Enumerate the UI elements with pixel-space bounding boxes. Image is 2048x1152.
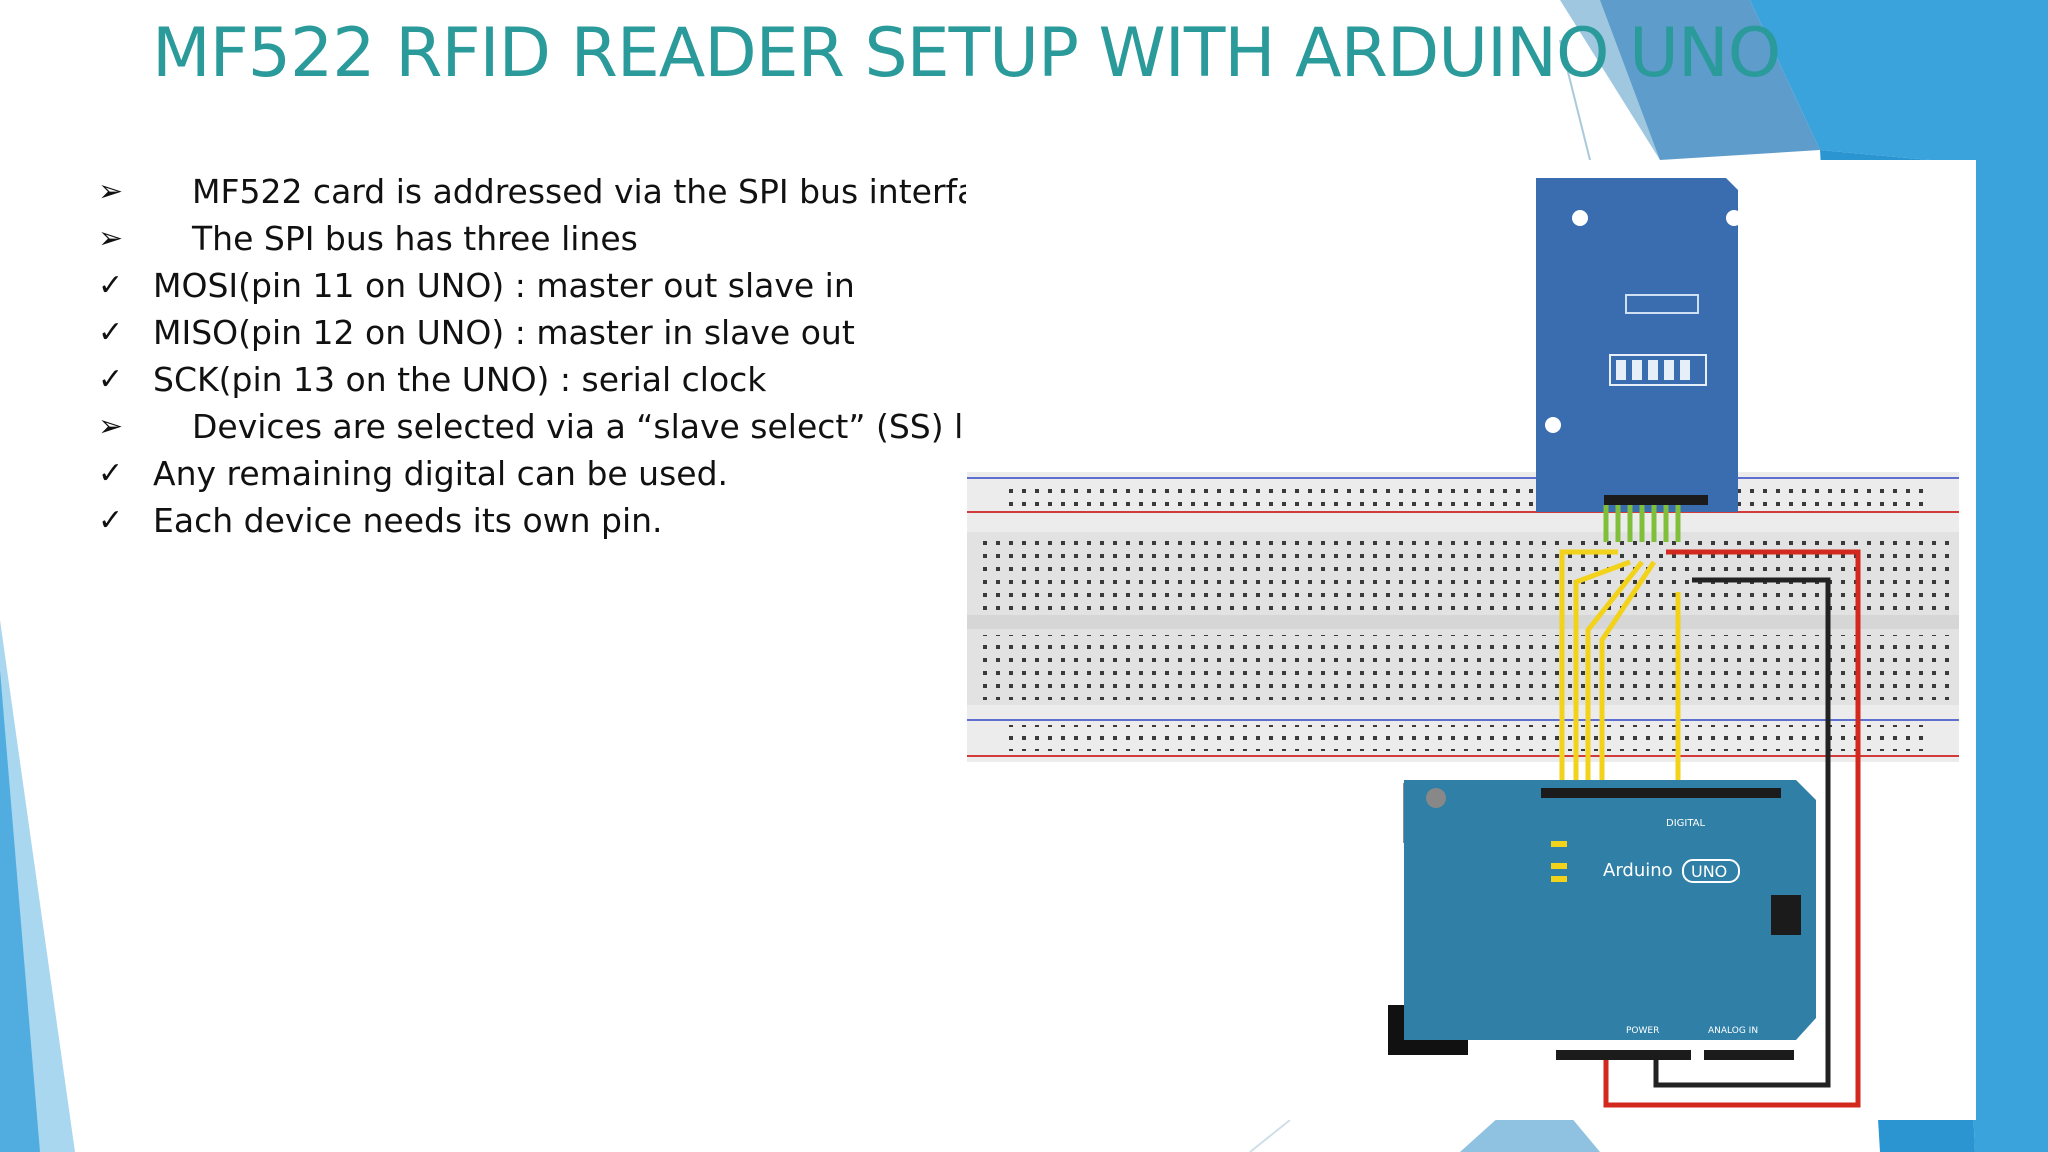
wiring-diagram: Arduino UNO DIGITAL POWER ANALOG IN xyxy=(966,160,1976,1120)
breadboard xyxy=(967,472,1959,762)
bullet-item: ➢ MF522 card is addressed via the SPI bu… xyxy=(98,168,1016,215)
bullet-item: ✓ Each device needs its own pin. xyxy=(98,497,978,544)
arrow-bullet-icon: ➢ xyxy=(98,174,124,209)
analog-label: ANALOG IN xyxy=(1708,1026,1758,1036)
bullet-text: MOSI(pin 11 on UNO) : master out slave i… xyxy=(153,266,855,305)
arrow-bullet-icon: ➢ xyxy=(98,221,124,256)
bullet-item: ➢ The SPI bus has three lines xyxy=(98,215,978,262)
arduino-board: Arduino UNO DIGITAL POWER ANALOG IN xyxy=(1388,780,1816,1060)
bullet-text: MF522 card is addressed via the SPI bus … xyxy=(192,172,1016,211)
bullet-list: ➢ MF522 card is addressed via the SPI bu… xyxy=(98,168,1016,544)
slide-title: MF522 RFID READER SETUP WITH ARDUINO UNO xyxy=(152,14,1781,93)
bullet-item: ✓ SCK(pin 13 on the UNO) : serial clock xyxy=(98,356,978,403)
check-bullet-icon: ✓ xyxy=(98,456,124,491)
digital-label: DIGITAL xyxy=(1666,818,1706,829)
check-bullet-icon: ✓ xyxy=(98,362,124,397)
bullet-item: ✓ MISO(pin 12 on UNO) : master in slave … xyxy=(98,309,978,356)
bullet-text: SCK(pin 13 on the UNO) : serial clock xyxy=(153,360,767,399)
board-label: Arduino xyxy=(1603,860,1673,881)
power-label: POWER xyxy=(1626,1026,1659,1036)
bullet-item: ✓ Any remaining digital can be used. xyxy=(98,450,978,497)
arrow-bullet-icon: ➢ xyxy=(98,409,124,444)
check-bullet-icon: ✓ xyxy=(98,268,124,303)
bullet-text: Each device needs its own pin. xyxy=(153,501,663,540)
bullet-text: Devices are selected via a “slave select… xyxy=(192,407,1014,446)
bullet-text: The SPI bus has three lines xyxy=(192,219,638,258)
bullet-text: MISO(pin 12 on UNO) : master in slave ou… xyxy=(153,313,855,352)
board-model: UNO xyxy=(1691,862,1727,881)
check-bullet-icon: ✓ xyxy=(98,503,124,538)
bullet-item: ➢ Devices are selected via a “slave sele… xyxy=(98,403,1014,450)
rfid-module xyxy=(1536,178,1769,512)
bullet-text: Any remaining digital can be used. xyxy=(153,454,729,493)
bullet-item: ✓ MOSI(pin 11 on UNO) : master out slave… xyxy=(98,262,978,309)
check-bullet-icon: ✓ xyxy=(98,315,124,350)
wires xyxy=(1559,505,1861,1108)
